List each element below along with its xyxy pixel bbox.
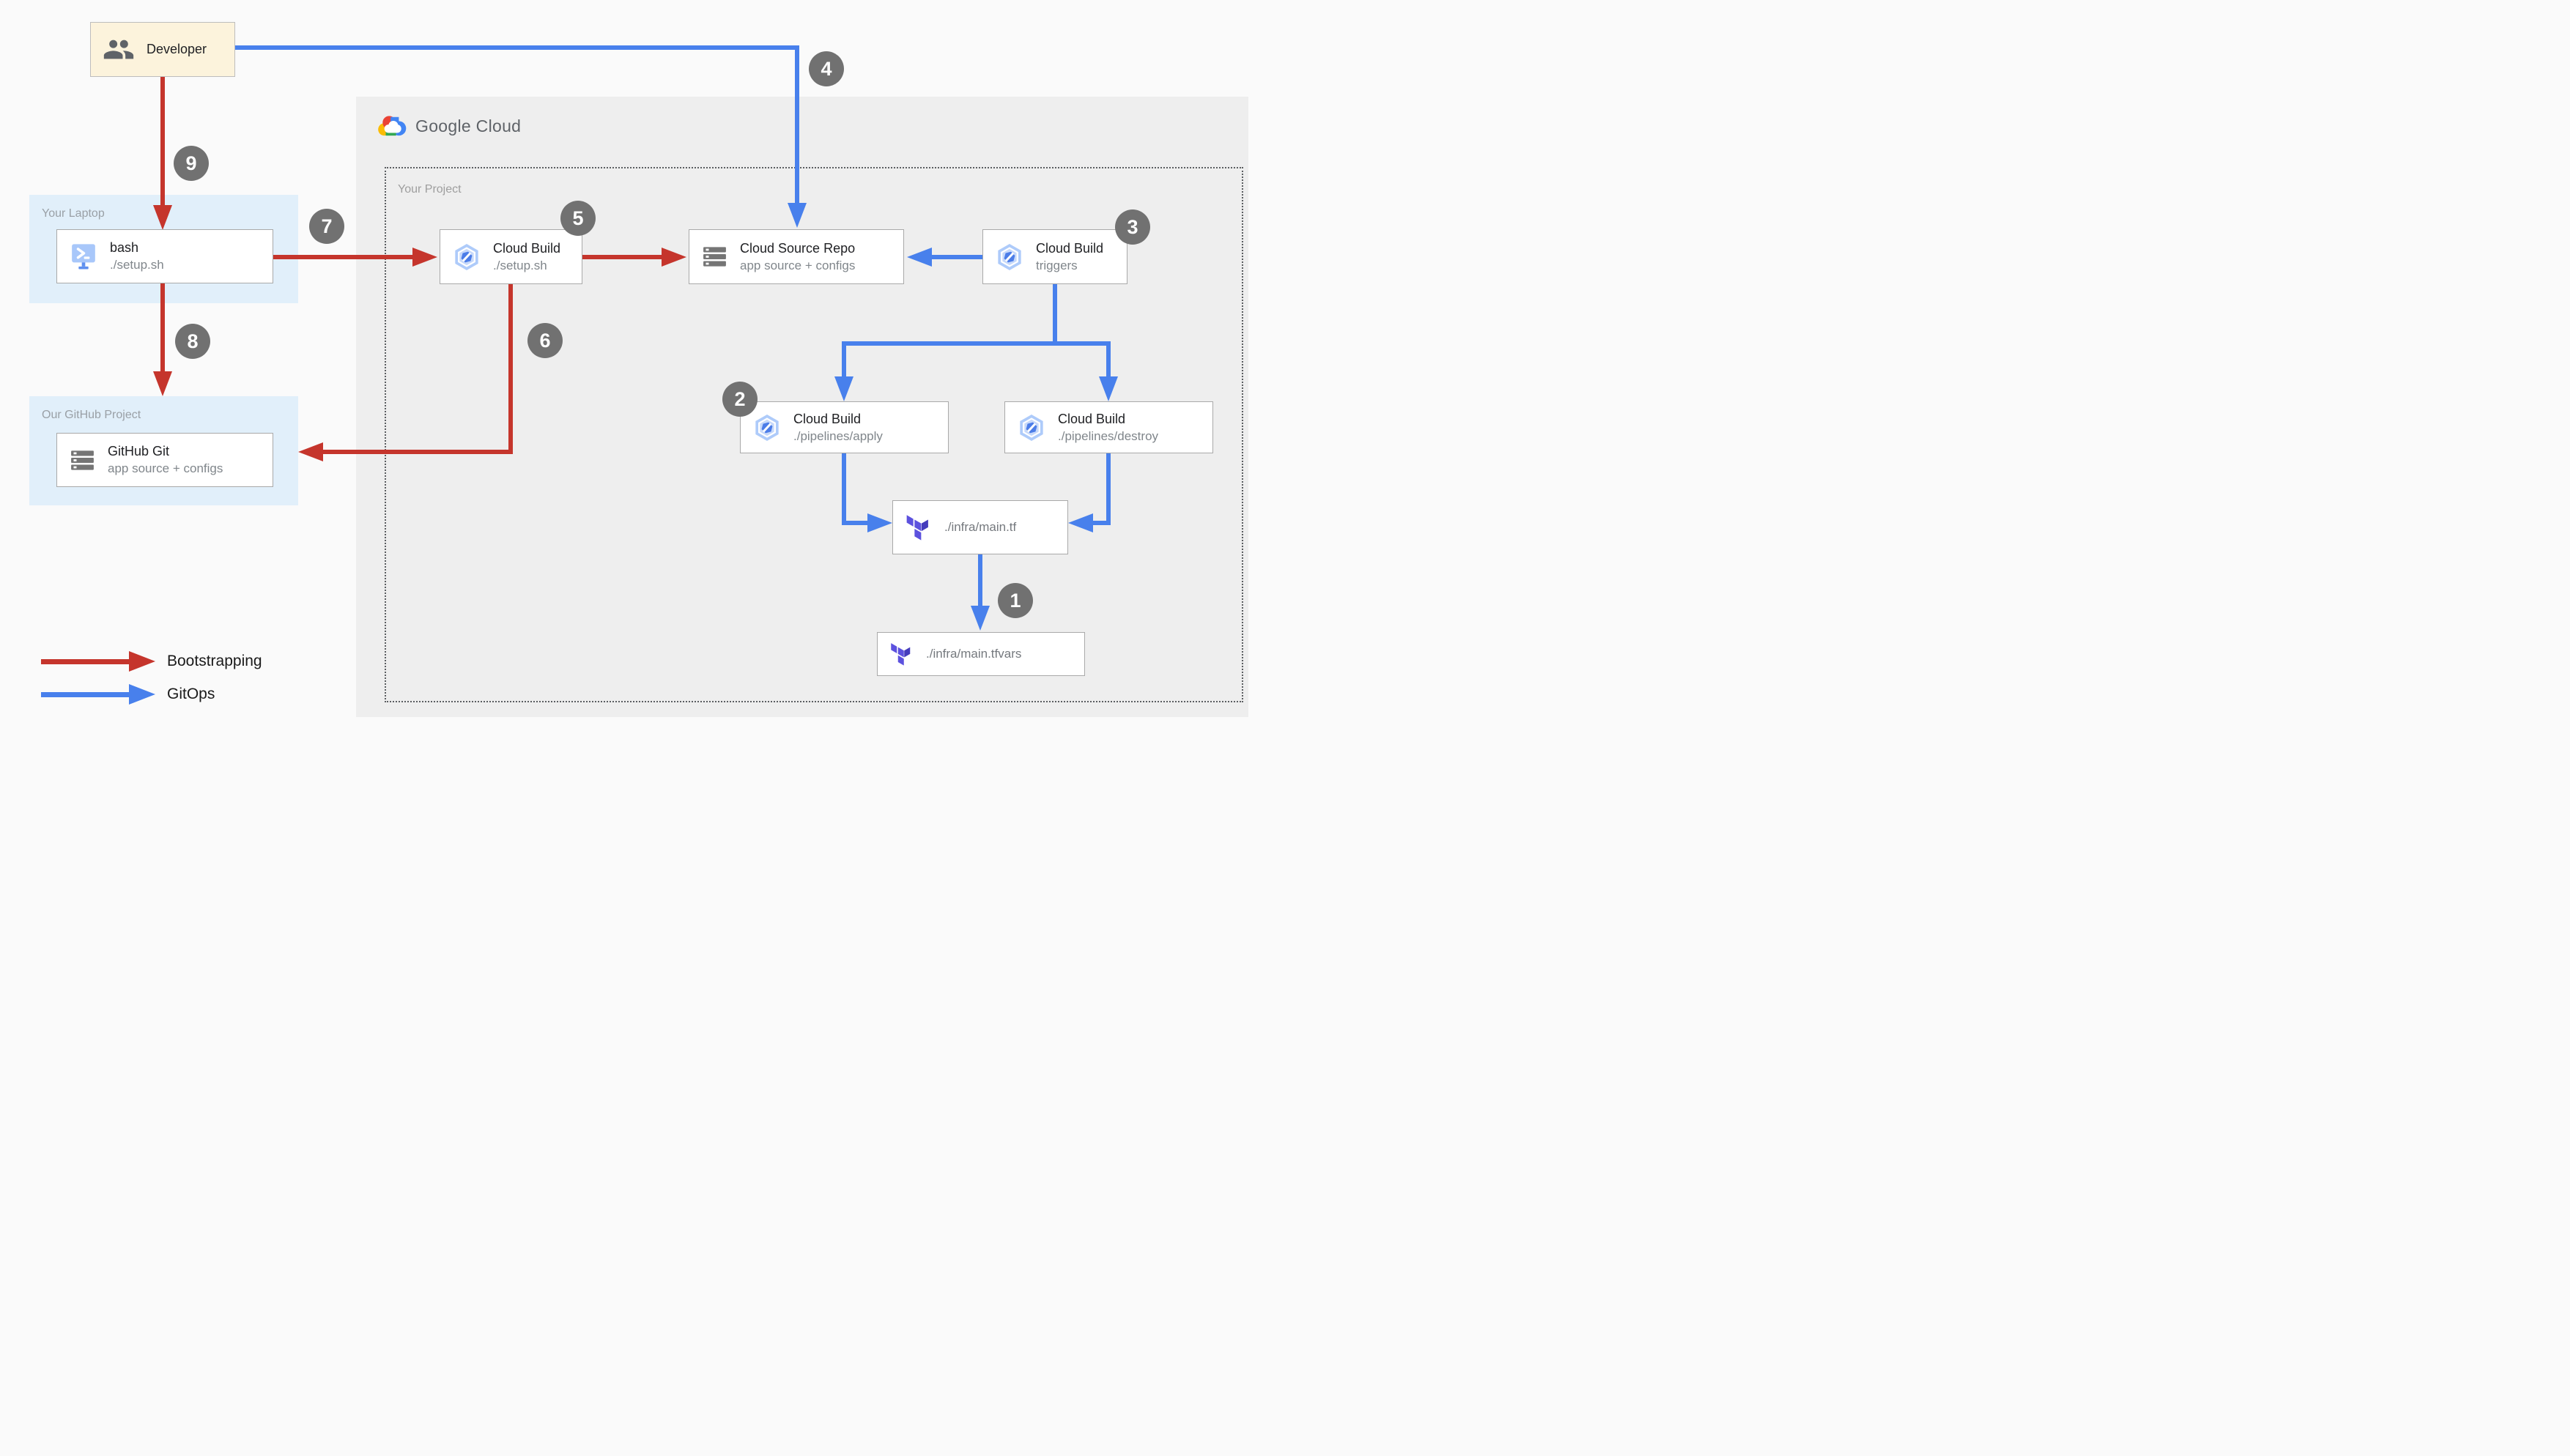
github-project-label: Our GitHub Project (42, 409, 141, 421)
legend-bootstrapping-line (41, 659, 129, 664)
repo-stack-icon (703, 247, 726, 267)
arrow-cloudbuild-to-csr-head (662, 248, 686, 267)
cloud-build-apply-subtitle: ./pipelines/apply (793, 428, 883, 443)
arrow-developer-to-bash-line (160, 77, 165, 205)
junction-right-down-line (1106, 341, 1111, 376)
step-badge-7: 7 (309, 209, 344, 244)
cloud-build-icon (755, 414, 779, 441)
your-project-label: Your Project (398, 183, 462, 196)
bash-title: bash (110, 240, 139, 256)
arrow-triggers-to-csr-line (932, 255, 982, 259)
step-badge-1: 1 (998, 583, 1033, 618)
arrow-apply-to-maintf-line (842, 521, 867, 525)
cloud-build-setup-subtitle: ./setup.sh (493, 258, 547, 272)
arrow-bash-to-cloudbuild-head (412, 248, 437, 267)
main-tfvars-label: ./infra/main.tfvars (926, 647, 1022, 661)
arrow-destroy-to-maintf-line (1093, 521, 1111, 525)
arrow-developer-down-line (795, 45, 799, 203)
step-badge-9: 9 (174, 146, 209, 181)
developer-node: Developer (90, 22, 235, 77)
cloud-build-apply-node: Cloud Build ./pipelines/apply (740, 401, 949, 453)
cloud-build-setup-node: Cloud Build ./setup.sh (440, 229, 582, 284)
legend-gitops-arrowhead (129, 684, 155, 705)
github-git-node: GitHub Git app source + configs (56, 433, 273, 487)
github-git-subtitle: app source + configs (108, 461, 223, 476)
cloud-build-setup-title: Cloud Build (493, 240, 561, 256)
repo-stack-icon (71, 450, 94, 470)
arrow-bash-to-github-head (153, 371, 172, 396)
arrow-cloudbuild-to-githubgit-line (323, 450, 513, 454)
github-git-title: GitHub Git (108, 444, 170, 459)
arrow-developer-top-line (235, 45, 799, 50)
bash-terminal-icon (72, 244, 95, 270)
legend-gitops-line (41, 692, 129, 697)
main-tf-label: ./infra/main.tf (944, 520, 1017, 535)
junction-left-down-line (842, 341, 846, 376)
arrow-destroy-to-maintf-head (1068, 513, 1093, 532)
arrow-maintf-to-tfvars-line (978, 554, 982, 606)
step-badge-4: 4 (809, 51, 844, 86)
legend-bootstrapping-arrowhead (129, 651, 155, 672)
arrow-developer-to-csr-head (788, 203, 807, 228)
google-cloud-logo-text: Google Cloud (415, 116, 522, 135)
arrow-maintf-to-tfvars-head (971, 606, 990, 631)
your-project-region (385, 167, 1243, 702)
cloud-source-repo-node: Cloud Source Repo app source + configs (689, 229, 904, 284)
arrow-triggers-to-csr-head (907, 248, 932, 267)
arrow-apply-to-maintf-head (867, 513, 892, 532)
cloud-build-icon (1020, 414, 1043, 441)
arrow-apply-down-line (842, 453, 846, 525)
step-badge-8: 8 (175, 324, 210, 359)
cloud-build-triggers-title: Cloud Build (1036, 240, 1104, 256)
arrow-cloudbuild-to-githubgit-head (298, 442, 323, 461)
arrow-triggers-down-line (1053, 284, 1057, 346)
cloud-build-icon (998, 243, 1021, 270)
developer-label: Developer (147, 42, 207, 57)
step-badge-6: 6 (527, 323, 563, 358)
terraform-icon (891, 643, 911, 666)
cloud-build-apply-title: Cloud Build (793, 411, 862, 426)
arrow-bash-to-cloudbuild-line (273, 255, 412, 259)
main-tf-node: ./infra/main.tf (892, 500, 1068, 554)
cloud-source-repo-title: Cloud Source Repo (740, 240, 856, 256)
terraform-icon (906, 515, 928, 541)
legend-bootstrapping-label: Bootstrapping (167, 653, 262, 669)
step-badge-2: 2 (722, 382, 758, 417)
cloud-build-destroy-node: Cloud Build ./pipelines/destroy (1004, 401, 1213, 453)
google-cloud-logo: Google Cloud (377, 114, 521, 138)
arrow-cloudbuild-down-line (508, 284, 513, 454)
cloud-build-destroy-title: Cloud Build (1058, 411, 1126, 426)
legend-gitops-label: GitOps (167, 686, 215, 702)
arrow-destroy-down-line (1106, 453, 1111, 525)
arrow-cloudbuild-to-csr-line (582, 255, 662, 259)
main-tfvars-node: ./infra/main.tfvars (877, 632, 1085, 676)
arrow-bash-to-github-line (160, 283, 165, 371)
step-badge-3: 3 (1115, 209, 1150, 245)
cloud-build-triggers-node: Cloud Build triggers (982, 229, 1127, 284)
cloud-build-triggers-subtitle: triggers (1036, 258, 1078, 272)
arrow-developer-to-bash-head (153, 205, 172, 230)
arrow-to-destroy-head (1099, 376, 1118, 401)
bash-subtitle: ./setup.sh (110, 258, 164, 272)
cloud-build-destroy-subtitle: ./pipelines/destroy (1058, 428, 1159, 443)
arrow-to-apply-head (834, 376, 853, 401)
developer-people-icon (103, 40, 134, 59)
cloud-source-repo-subtitle: app source + configs (740, 258, 856, 272)
junction-horizontal-line (842, 341, 1111, 346)
step-badge-5: 5 (560, 201, 596, 236)
cloud-build-icon (455, 243, 478, 270)
gitops-architecture-diagram: Google Cloud Your Project Your Laptop Ou… (0, 0, 1285, 728)
google-cloud-icon (378, 116, 407, 136)
your-laptop-label: Your Laptop (42, 207, 105, 220)
bash-node: bash ./setup.sh (56, 229, 273, 283)
